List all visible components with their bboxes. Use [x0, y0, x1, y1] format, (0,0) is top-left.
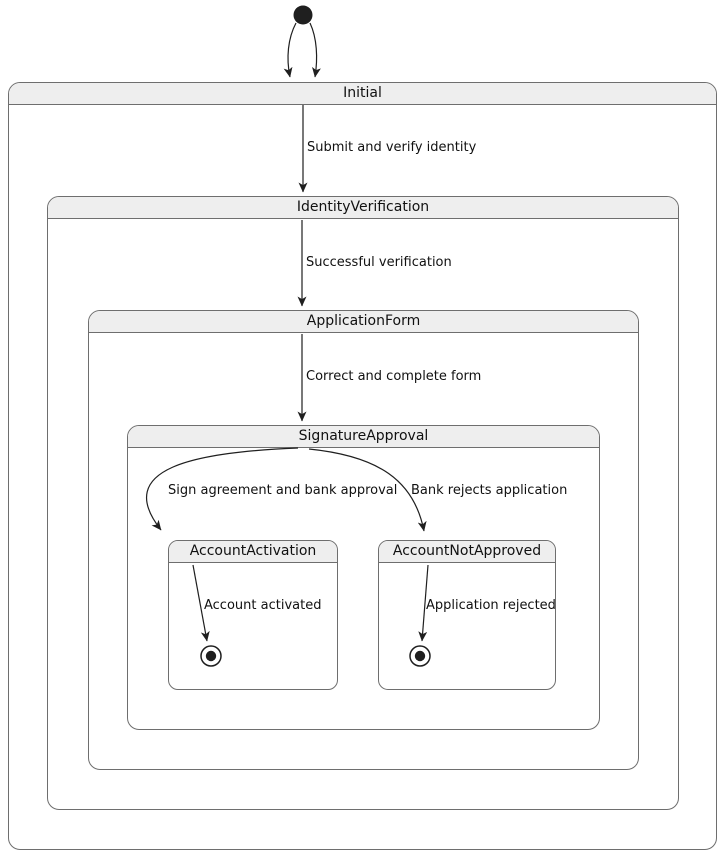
- state-account-activation-title: AccountActivation: [189, 543, 317, 559]
- transition-arrow-start-left: [283, 22, 297, 78]
- state-initial-title: Initial: [343, 85, 382, 101]
- state-signature-approval-header: SignatureApproval: [128, 426, 599, 448]
- state-account-not-approved: AccountNotApproved: [378, 540, 556, 690]
- transition-label-bank-approval: Sign agreement and bank approval: [168, 483, 398, 498]
- state-identity-verification-title: IdentityVerification: [296, 199, 430, 215]
- state-application-form-header: ApplicationForm: [89, 311, 638, 333]
- state-identity-verification-header: IdentityVerification: [48, 197, 678, 219]
- transition-arrow-start-right: [309, 22, 321, 78]
- state-account-not-approved-header: AccountNotApproved: [379, 541, 555, 563]
- transition-label-form-complete: Correct and complete form: [306, 369, 482, 384]
- state-signature-approval-title: SignatureApproval: [298, 428, 429, 444]
- transition-label-app-rejected: Application rejected: [426, 598, 556, 613]
- state-signature-approval: SignatureApproval: [127, 425, 600, 730]
- state-account-activation-header: AccountActivation: [169, 541, 337, 563]
- state-identity-verification: IdentityVerification: [47, 196, 679, 810]
- transition-label-submit: Submit and verify identity: [307, 140, 477, 155]
- state-account-activation: AccountActivation: [168, 540, 338, 690]
- transition-label-bank-rejects: Bank rejects application: [411, 483, 568, 498]
- state-initial: Initial: [8, 82, 717, 850]
- state-application-form: ApplicationForm: [88, 310, 639, 770]
- initial-pseudostate-icon: [293, 5, 313, 25]
- state-initial-header: Initial: [9, 83, 716, 105]
- state-application-form-title: ApplicationForm: [306, 313, 421, 329]
- state-account-not-approved-title: AccountNotApproved: [392, 543, 542, 559]
- transition-label-verified: Successful verification: [306, 255, 452, 270]
- transition-label-activated: Account activated: [204, 598, 322, 613]
